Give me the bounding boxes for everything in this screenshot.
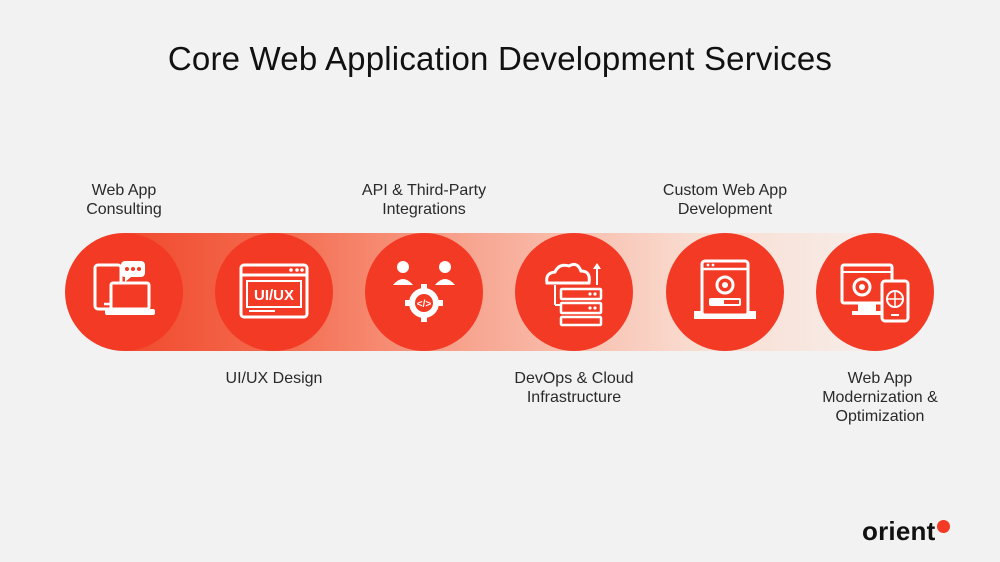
uiux-window-icon: UI/UX xyxy=(239,263,309,319)
service-circle-uiux: UI/UX xyxy=(215,233,333,351)
api-integration-icon: </> xyxy=(393,261,455,322)
cloud-server-icon xyxy=(545,262,603,327)
consulting-icon xyxy=(93,261,155,315)
service-label-custom: Custom Web App Development xyxy=(662,182,788,218)
page-title: Core Web Application Development Service… xyxy=(167,40,833,77)
service-label-modernization: Web App Modernization & Optimization xyxy=(822,370,938,425)
brand-dot-icon xyxy=(937,520,951,533)
service-circle-devops xyxy=(515,233,633,351)
service-circle-consulting xyxy=(65,233,183,351)
service-label-api: API & Third-Party Integrations xyxy=(361,182,487,218)
custom-development-icon xyxy=(694,259,756,319)
service-label-uiux: UI/UX Design xyxy=(225,370,323,387)
uiux-icon-text: UI/UX xyxy=(254,287,294,304)
code-icon-text: </> xyxy=(417,299,432,310)
brand-logo: orient xyxy=(862,516,951,546)
service-circle-custom xyxy=(666,233,784,351)
service-label-devops: DevOps & Cloud Infrastructure xyxy=(514,370,634,406)
service-label-consulting: Web App Consulting xyxy=(86,182,162,218)
service-circle-modernization xyxy=(816,233,934,351)
service-circle-api: </> xyxy=(365,233,483,351)
modernization-icon xyxy=(840,263,910,323)
brand-logo-text: orient xyxy=(862,516,936,546)
